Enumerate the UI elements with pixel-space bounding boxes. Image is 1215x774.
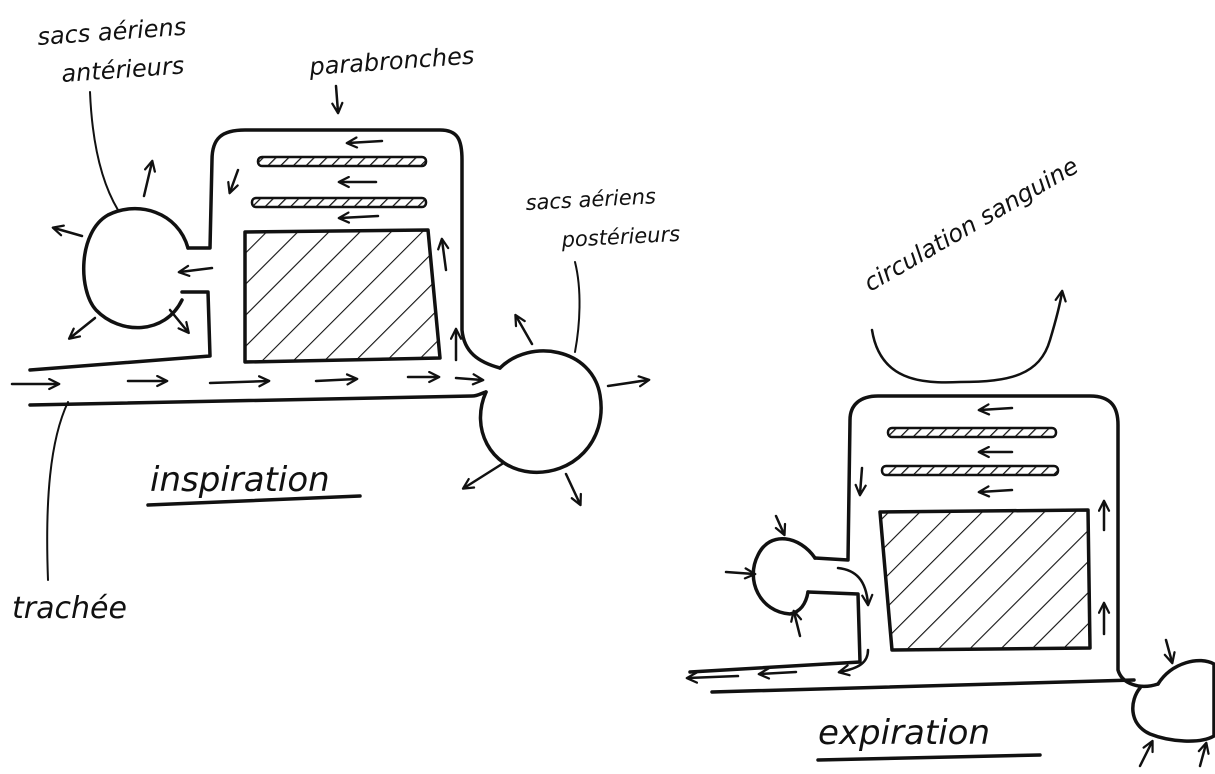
parabronchus-bar-1 [258,157,426,166]
parabronchus-bar-2 [252,198,426,207]
label-parabronchi: parabronches [307,42,475,82]
anterior-air-sac [84,209,188,328]
label-posterior-air-sacs-line1: sacs aériens [525,184,657,215]
expiration-panel: circulation sanguine expiration [688,152,1214,766]
label-expiration: expiration [818,713,990,753]
posterior-air-sac-deflated [1133,661,1214,741]
trachea-lower-wall [30,392,486,405]
lung-tissue-block-exp [880,510,1090,650]
label-blood-circulation: circulation sanguine [859,152,1083,298]
leader-trachea [47,402,68,580]
label-inspiration: inspiration [150,460,330,500]
trachea-lower-wall-exp [712,680,1134,692]
label-trachea: trachée [12,591,127,626]
blood-circulation-curve [872,292,1062,382]
inspiration-panel: sacs aériens antérieurs parabronches sac… [12,13,681,626]
lung-outline-lower-left [30,292,210,370]
label-anterior-air-sacs-line2: antérieurs [60,51,185,88]
expiration-underline [818,755,1040,760]
parabronchus-bar-exp-1 [888,428,1056,437]
label-anterior-air-sacs-line1: sacs aériens [36,13,187,51]
lung-tissue-block [245,230,440,362]
leader-anterior-sacs [90,92,118,210]
parabronchus-bar-exp-2 [882,466,1058,475]
leader-posterior-sacs [575,262,580,352]
label-posterior-air-sacs-line2: postérieurs [560,222,681,252]
leader-parabronchi [336,86,338,112]
lung-outline-lower-left-exp [690,592,860,672]
anterior-air-sac-deflated [753,539,815,614]
